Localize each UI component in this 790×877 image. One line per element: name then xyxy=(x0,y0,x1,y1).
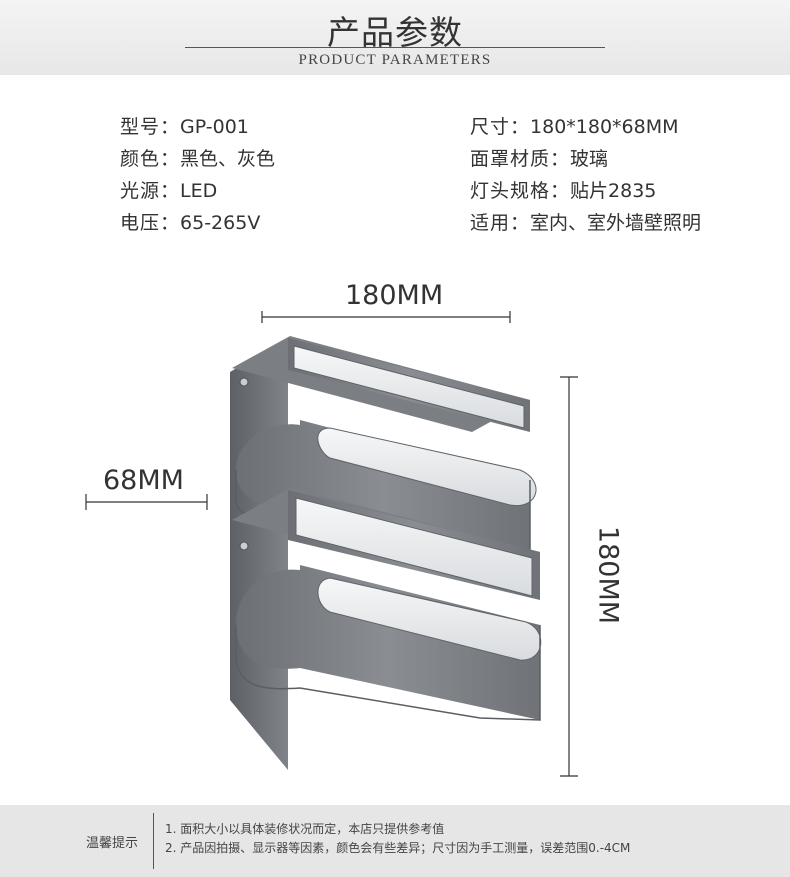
spec-label: 灯头规格： xyxy=(470,180,571,202)
product-illustration xyxy=(85,311,578,777)
dimension-width-line xyxy=(261,311,511,323)
dimension-depth-label: 68MM xyxy=(103,465,184,496)
lamp-lower-module xyxy=(232,488,542,721)
footer-tips: 温馨提示 1. 面积大小以具体装修状况而定，本店只提供参考值 2. 产品因拍摄、… xyxy=(0,805,790,877)
dimension-height-line xyxy=(560,376,578,777)
dimension-depth-line xyxy=(85,494,208,510)
footer-note-2: 2. 产品因拍摄、显示器等因素，颜色会有些差异；尺寸因为手工测量，误差范围0.-… xyxy=(165,841,631,855)
spec-value: 65-265V xyxy=(180,212,261,234)
spec-voltage: 电压：65-265V xyxy=(120,208,260,235)
page-subtitle: PRODUCT PARAMETERS xyxy=(298,52,492,68)
spec-label: 适用： xyxy=(470,212,531,234)
spec-label: 面罩材质： xyxy=(470,148,571,170)
spec-shade-material: 面罩材质：玻璃 xyxy=(470,144,608,171)
spec-value: 180*180*68MM xyxy=(530,116,679,138)
spec-value: LED xyxy=(180,180,218,202)
footer-label: 温馨提示 xyxy=(86,836,139,851)
spec-lamp-head: 灯头规格：贴片2835 xyxy=(470,176,656,203)
dimension-width-label: 180MM xyxy=(345,280,444,311)
lamp-mounting-plate xyxy=(230,338,288,770)
header-divider xyxy=(185,47,605,48)
page-title: 产品参数 xyxy=(327,13,463,52)
footer-note-1: 1. 面积大小以具体装修状况而定，本店只提供参考值 xyxy=(165,822,445,836)
spec-label: 电压： xyxy=(120,212,181,234)
spec-model: 型号：GP-001 xyxy=(120,112,249,139)
screw-icon xyxy=(239,541,249,551)
footer-divider xyxy=(153,813,154,869)
spec-value: 玻璃 xyxy=(570,148,609,170)
spec-size: 尺寸：180*180*68MM xyxy=(470,112,679,139)
header-banner: 产品参数 PRODUCT PARAMETERS xyxy=(0,0,790,75)
spec-value: 黑色、灰色 xyxy=(180,148,276,170)
screw-icon xyxy=(239,377,249,387)
spec-usage: 适用：室内、室外墙壁照明 xyxy=(470,208,701,235)
spec-value: 贴片2835 xyxy=(570,180,657,202)
spec-label: 颜色： xyxy=(120,148,181,170)
spec-label: 光源： xyxy=(120,180,181,202)
spec-label: 型号： xyxy=(120,116,181,138)
spec-value: 室内、室外墙壁照明 xyxy=(530,212,702,234)
lamp-upper-module xyxy=(232,336,537,567)
spec-light-source: 光源：LED xyxy=(120,176,217,203)
spec-value: GP-001 xyxy=(180,116,249,138)
spec-label: 尺寸： xyxy=(470,116,531,138)
spec-color: 颜色：黑色、灰色 xyxy=(120,144,275,171)
